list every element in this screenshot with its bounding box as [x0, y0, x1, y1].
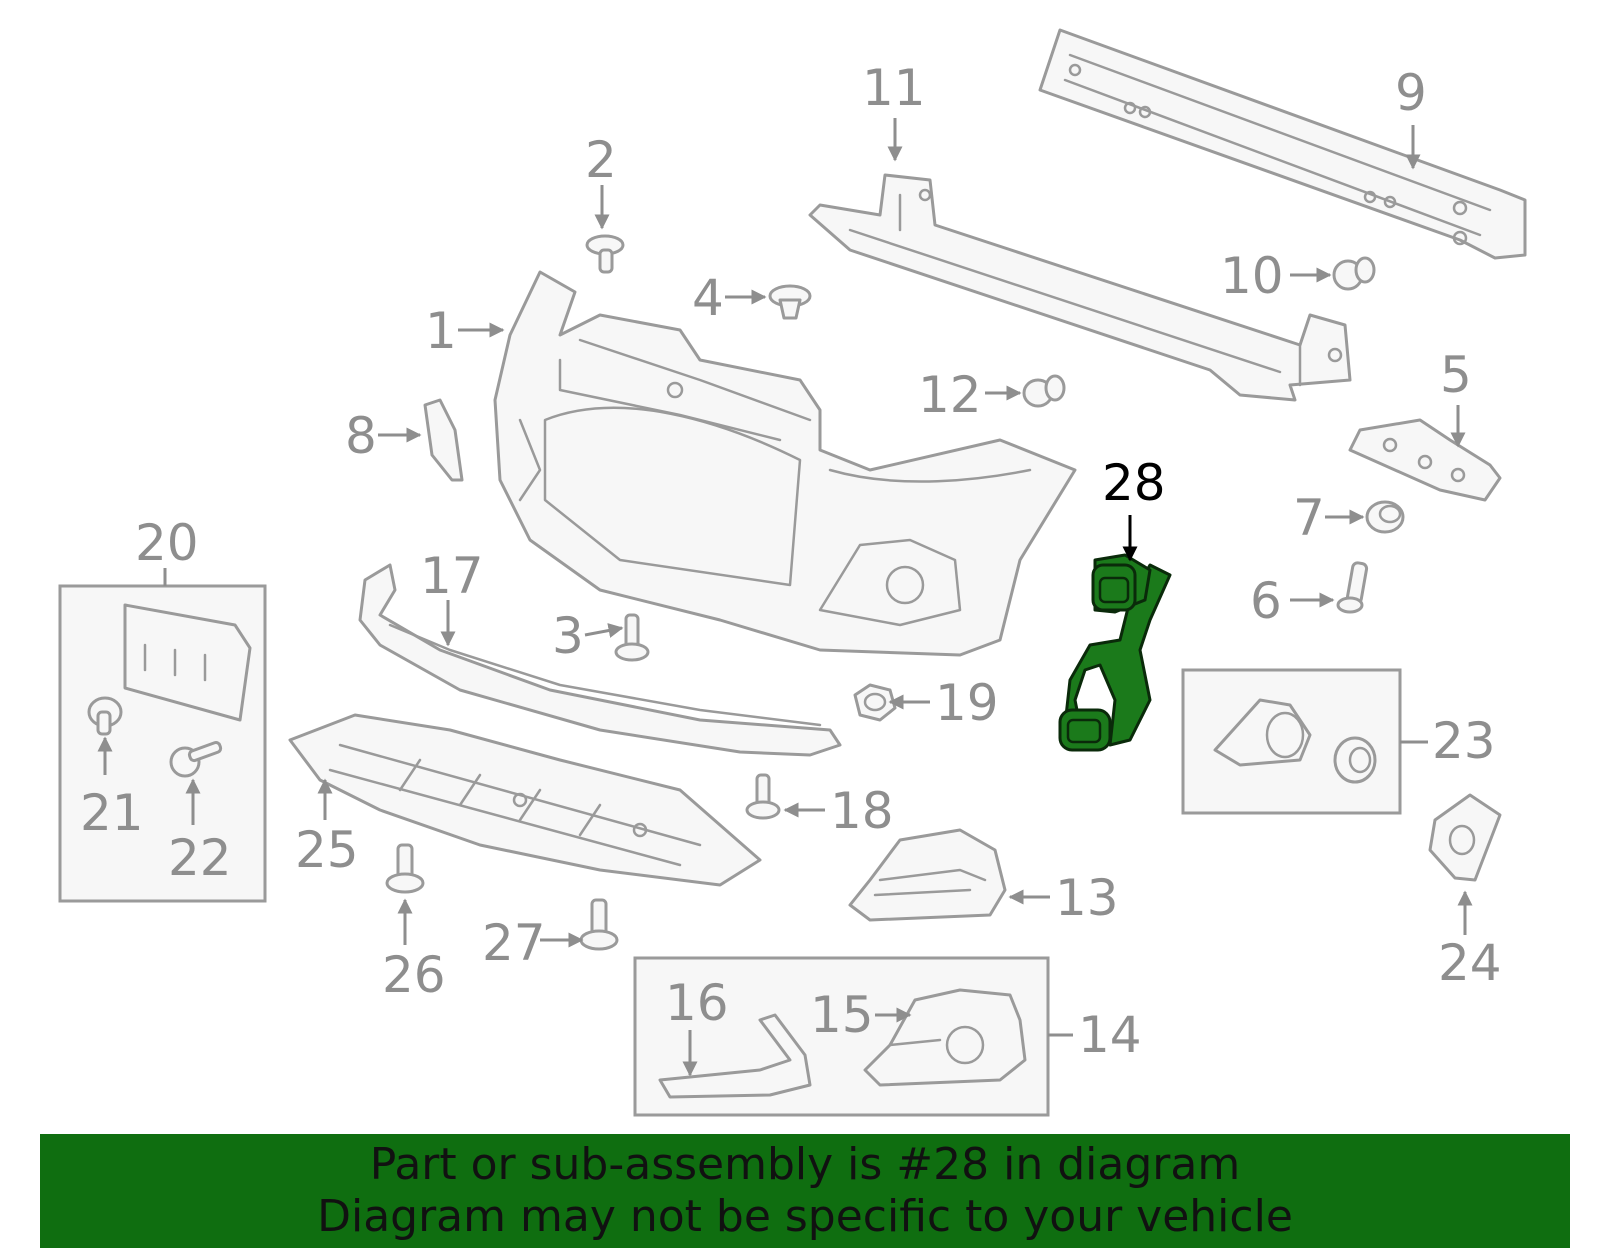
box-20-license-bracket	[58, 584, 267, 903]
part-26-bolt	[385, 843, 425, 894]
callout-26: 26	[382, 946, 446, 1004]
banner-line-2: Diagram may not be specific to your vehi…	[317, 1191, 1293, 1242]
callout-23: 23	[1432, 712, 1496, 770]
callout-21: 21	[80, 784, 144, 842]
callout-12: 12	[918, 366, 982, 424]
callout-16: 16	[665, 974, 729, 1032]
callout-10: 10	[1220, 247, 1284, 305]
part-12-nut	[1022, 374, 1066, 408]
part-28-wiring-harness	[1058, 553, 1172, 752]
part-25-splash-shield	[288, 713, 762, 887]
callout-2: 2	[585, 131, 617, 189]
part-11-absorber	[808, 173, 1352, 402]
callout-7: 7	[1293, 489, 1325, 547]
callout-28: 28	[1102, 454, 1166, 512]
callout-labels: 1 2 3 4 5 6 7 8 9 10 11 12 13 14 15 16 1…	[80, 59, 1502, 1064]
callout-arrows	[97, 118, 1473, 1077]
callout-13: 13	[1055, 869, 1119, 927]
part-27-bolt	[579, 898, 619, 951]
callout-18: 18	[830, 782, 894, 840]
callout-3: 3	[552, 607, 584, 665]
part-5-bracket	[1348, 418, 1502, 502]
part-8-bracket	[423, 398, 464, 482]
callout-27: 27	[482, 914, 546, 972]
part-19-nut	[853, 683, 897, 722]
part-9-impact-bar	[1038, 28, 1527, 260]
callout-17: 17	[420, 547, 484, 605]
callout-1: 1	[425, 302, 457, 360]
part-1-bumper-cover	[493, 270, 1077, 657]
banner-line-1: Part or sub-assembly is #28 in diagram	[369, 1139, 1241, 1190]
part-4-clip	[768, 284, 812, 320]
part-13-bezel	[848, 828, 1007, 922]
box-23-sensor	[1181, 668, 1402, 815]
callout-15: 15	[810, 986, 874, 1044]
part-18-bolt	[745, 773, 781, 820]
part-17-deflector	[358, 563, 842, 757]
callout-22: 22	[168, 829, 232, 887]
part-24-sensor-bracket	[1428, 793, 1502, 882]
info-banner: Part or sub-assembly is #28 in diagram D…	[40, 1134, 1570, 1248]
callout-4: 4	[692, 269, 724, 327]
part-6-bolt	[1336, 561, 1369, 614]
callout-19: 19	[935, 674, 999, 732]
part-2-push-pin	[585, 234, 625, 274]
box-14-fog-lamp-assembly	[633, 956, 1050, 1117]
callout-8: 8	[345, 407, 377, 465]
callout-6: 6	[1250, 572, 1282, 630]
callout-20: 20	[135, 514, 199, 572]
part-10-nut	[1332, 256, 1376, 291]
callout-25: 25	[295, 821, 359, 879]
part-3-bolt	[614, 613, 650, 662]
part-7-grommet	[1365, 500, 1405, 534]
callout-11: 11	[862, 59, 926, 117]
callout-9: 9	[1395, 64, 1427, 122]
callout-24: 24	[1438, 934, 1502, 992]
callout-5: 5	[1440, 346, 1472, 404]
callout-14: 14	[1078, 1006, 1142, 1064]
